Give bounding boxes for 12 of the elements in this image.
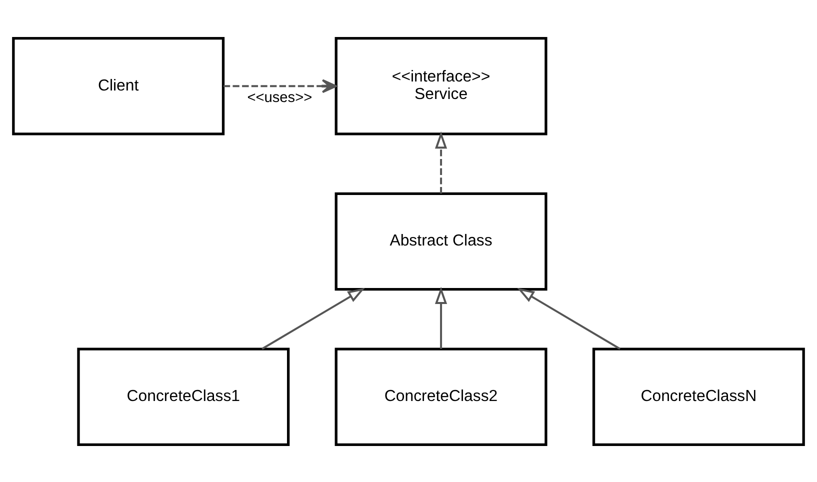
arrow xyxy=(262,287,365,350)
arrow xyxy=(434,286,448,348)
node-box: ConcreteClass2 xyxy=(334,347,548,446)
arrow xyxy=(434,130,448,194)
arrow xyxy=(224,78,337,93)
node-box: ConcreteClassN xyxy=(592,347,805,446)
arrow xyxy=(517,287,620,350)
node-box: <<interface>> Service xyxy=(334,36,548,135)
node-box: Client xyxy=(12,36,225,135)
edge-label: <<uses>> xyxy=(247,89,312,106)
node-box: ConcreteClass1 xyxy=(77,347,290,446)
node-box: Abstract Class xyxy=(334,192,548,290)
